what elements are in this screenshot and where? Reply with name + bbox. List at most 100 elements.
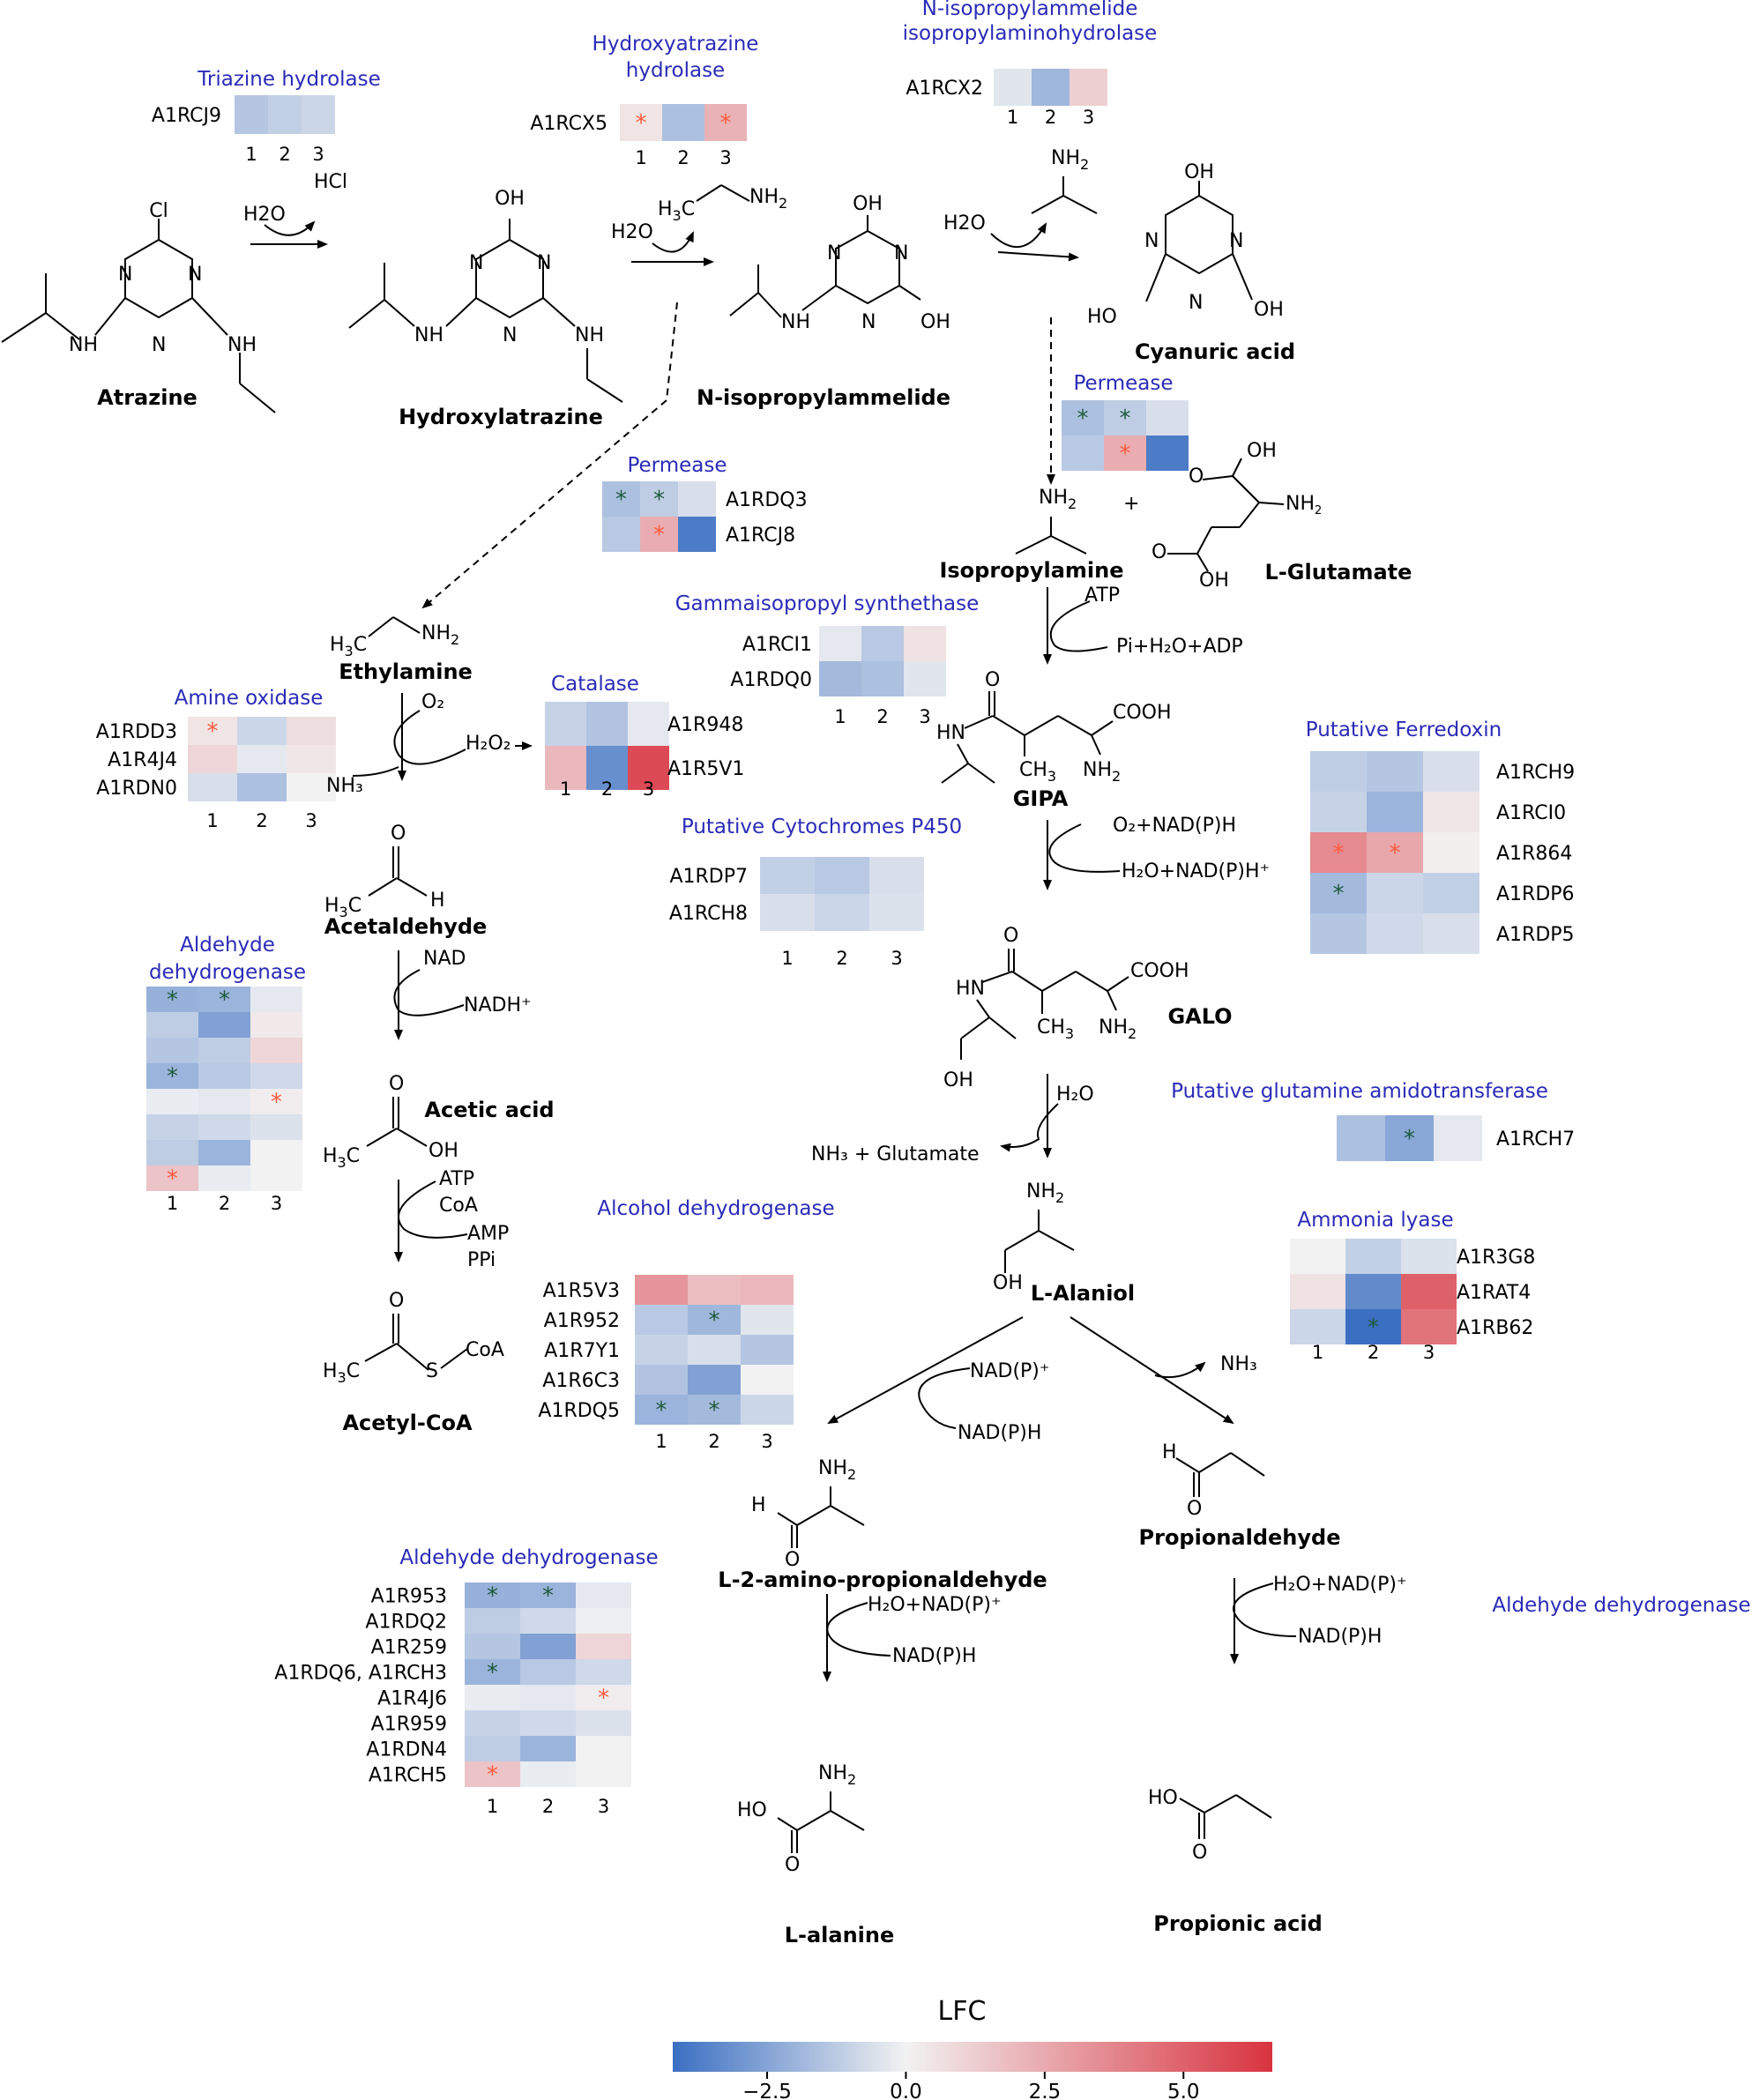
enzyme-aldehyde-dehydrogenase-left-line1: Aldehyde: [180, 934, 275, 957]
enzyme-hydroxyatrazine-hydrolase-line1: Hydroxyatrazine: [593, 33, 759, 56]
gene-label: A1RCH7: [1496, 1128, 1575, 1151]
atom-text: HN: [936, 722, 965, 744]
heatmap-cell: [146, 1114, 198, 1140]
significance-star: *: [1333, 840, 1345, 867]
atom-text: HO: [737, 1799, 767, 1821]
heatmap-putative-glutamine-amidotransferase: *A1RCH7: [1337, 1115, 1575, 1161]
heatmap-cell: [602, 517, 640, 552]
enzyme-aldehyde-dehydrogenase-right: Aldehyde dehydrogenase: [1492, 1594, 1750, 1617]
heatmap-permease-right: ***: [1062, 400, 1189, 471]
gene-label: A1RCH8: [669, 903, 748, 925]
atom-text: NH: [781, 311, 810, 333]
atom-text: OH: [1184, 161, 1214, 183]
column-number: 3: [312, 144, 324, 165]
gene-label: A1RDP7: [669, 866, 748, 888]
heatmap-cell: [1367, 913, 1423, 954]
heatmap-cell: [869, 894, 924, 931]
heatmap-cell: [1310, 751, 1367, 792]
molecule-l-alanine: NH2 HO O: [737, 1762, 865, 1876]
label-h2o-nadp-plus-1: H₂O+NAD(P)⁺: [868, 1594, 1002, 1616]
column-number: 1: [206, 810, 218, 831]
significance-star: *: [1333, 881, 1345, 907]
column-number: 3: [719, 147, 731, 168]
atom-text: N: [188, 264, 202, 286]
molecule-galo: O HN COOH CH3 NH2 OH: [943, 925, 1189, 1091]
column-number: 2: [1368, 1342, 1379, 1363]
enzyme-hydroxyatrazine-hydrolase-line2: hydrolase: [626, 59, 725, 82]
heatmap-cell: [250, 1038, 302, 1063]
heatmap-cell: [1146, 436, 1189, 471]
enzyme-permease-left: Permease: [627, 454, 727, 477]
heatmap-cell: [520, 1608, 576, 1634]
heatmap-cell: [520, 1582, 576, 1608]
atom-text: CH3: [1019, 759, 1056, 785]
heatmap-cell: [465, 1634, 520, 1659]
enzyme-amine-oxidase: Amine oxidase: [175, 687, 324, 710]
atom-text: NH2: [818, 1457, 856, 1483]
heatmap-cell: [620, 104, 662, 141]
molecule-gipa: O HN COOH CH3 NH2: [936, 669, 1172, 785]
significance-star: *: [207, 719, 219, 745]
heatmap-cell: [287, 773, 336, 801]
heatmap-cell: [198, 1114, 250, 1140]
heatmap-cell: [237, 717, 287, 745]
column-number: 1: [781, 948, 793, 969]
heatmap-cell: [1310, 832, 1367, 873]
enzyme-putative-glutamine-amidotransferase: Putative glutamine amidotransferase: [1171, 1080, 1548, 1103]
column-number: 3: [271, 1193, 282, 1214]
significance-star: *: [1077, 406, 1089, 432]
significance-star: *: [1120, 441, 1131, 467]
label-nad: NAD: [423, 948, 466, 970]
column-number: 3: [761, 1431, 772, 1452]
gene-label: A1RDQ6, A1RCH3: [274, 1663, 447, 1685]
gene-label: A1RDN0: [96, 778, 177, 800]
heatmap-cell: [1423, 873, 1479, 913]
heatmap-cell: [904, 661, 946, 696]
gene-label: A1RB62: [1457, 1317, 1533, 1339]
gene-label: A1RDQ3: [726, 489, 808, 511]
gene-label: A1RCI0: [1496, 802, 1566, 824]
molecule-cyanuric-acid: OH N N N HO OH: [1087, 161, 1284, 328]
atom-text: NH: [227, 334, 257, 356]
gene-label: A1RDP6: [1496, 883, 1575, 905]
compound-propionaldehyde: Propionaldehyde: [1139, 1525, 1341, 1550]
atom-text: O: [985, 669, 1000, 691]
column-number: 3: [643, 778, 654, 800]
gene-label: A1R4J6: [377, 1688, 447, 1710]
heatmap-cell: [741, 1335, 794, 1365]
atom-text: HN: [956, 978, 985, 1000]
heatmap-cell: [1367, 873, 1423, 913]
compound-galo: GALO: [1167, 1004, 1232, 1029]
atom-text: OH: [429, 1140, 458, 1162]
gene-label: A1R259: [371, 1637, 447, 1659]
dashed-arrow: [666, 302, 678, 401]
heatmap-cell: [250, 1165, 302, 1191]
significance-star: *: [1390, 840, 1401, 867]
significance-star: *: [709, 1397, 720, 1424]
gene-label: A1R6C3: [542, 1370, 620, 1392]
atom-text: CoA: [466, 1339, 504, 1361]
atom-text: NH2: [421, 622, 459, 648]
heatmap-cell: [869, 857, 924, 894]
significance-star: *: [1368, 1314, 1379, 1341]
compound-gipa: GIPA: [1013, 786, 1069, 811]
colorbar-title: LFC: [938, 1996, 987, 2027]
heatmap-cell: [704, 104, 747, 141]
column-number: 2: [219, 1193, 230, 1214]
heatmap-cell: [198, 1165, 250, 1191]
column-number: 1: [1312, 1342, 1323, 1363]
gene-label: A1R959: [371, 1714, 447, 1736]
atom-text: OH: [1199, 570, 1229, 592]
heatmap-cell: [635, 1275, 688, 1305]
heatmap-cell: [635, 1365, 688, 1395]
heatmap-cell: [628, 702, 669, 746]
compound-l-2-amino-propionaldehyde: L-2-amino-propionaldehyde: [718, 1568, 1047, 1592]
atom-text: N: [1189, 292, 1203, 314]
heatmap-cell: [1104, 436, 1146, 471]
colorbar-tick-label: 2.5: [1029, 2081, 1062, 2100]
significance-star: *: [487, 1583, 498, 1610]
